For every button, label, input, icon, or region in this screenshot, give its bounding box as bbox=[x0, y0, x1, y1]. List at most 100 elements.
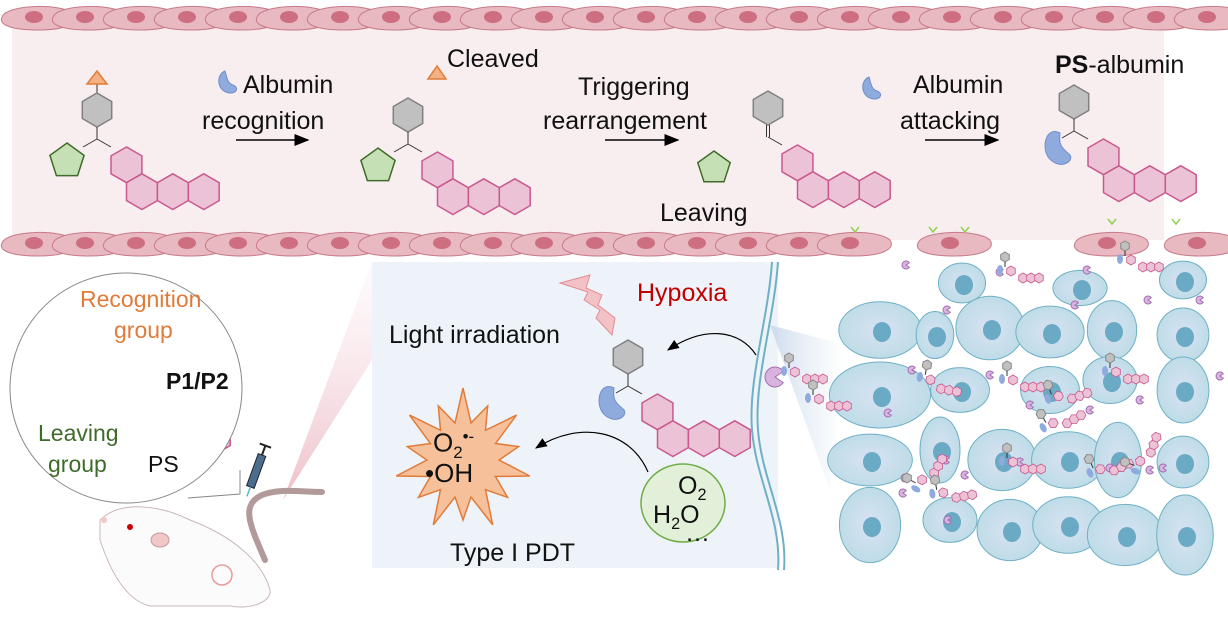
tumor-cell-nucleus bbox=[863, 452, 881, 472]
light-beam-to-pdt bbox=[283, 262, 372, 500]
tumor-ps-albumin-conjugate bbox=[805, 379, 852, 412]
endothelial-cell-nucleus bbox=[127, 237, 145, 249]
albumin-receptor bbox=[1145, 465, 1154, 475]
receptor-mark bbox=[850, 226, 860, 234]
mini-ps-hexagon bbox=[790, 366, 800, 378]
tumor-cell-nucleus bbox=[928, 327, 946, 347]
oxygen-sub: 2 bbox=[697, 486, 707, 504]
tumor-ps-albumin-conjugate bbox=[1042, 379, 1093, 404]
endothelial-cell-nucleus bbox=[688, 11, 706, 23]
endothelial-cell-nucleus bbox=[280, 11, 298, 23]
vessel-wall-top bbox=[0, 6, 1228, 31]
bond bbox=[627, 385, 643, 395]
ps-hexagon bbox=[858, 170, 891, 209]
mini-bond bbox=[911, 480, 916, 484]
tumor-cell-nucleus bbox=[1073, 280, 1091, 300]
mini-ps-hexagon bbox=[1111, 366, 1121, 378]
mini-ps-hexagon bbox=[1135, 455, 1146, 467]
mini-albumin bbox=[999, 456, 1005, 466]
bond bbox=[82, 138, 98, 148]
albumin-receptor bbox=[942, 305, 951, 315]
superoxide-sup: •- bbox=[462, 427, 475, 446]
mini-ps-hexagon bbox=[1026, 272, 1036, 284]
ps-hexagon bbox=[1164, 164, 1197, 203]
endothelial-cell-nucleus bbox=[433, 11, 451, 23]
endothelial-cell-nucleus bbox=[433, 237, 451, 249]
tumor-cell bbox=[1086, 503, 1164, 567]
mini-albumin bbox=[1102, 366, 1108, 376]
step1-label-line2: recognition bbox=[202, 107, 325, 135]
albumin-receptor bbox=[1085, 405, 1094, 415]
tumor-cell bbox=[915, 310, 955, 360]
leaving-group-pentagon bbox=[360, 147, 396, 182]
mini-albumin bbox=[1039, 423, 1047, 433]
released-leaving-group bbox=[696, 150, 732, 183]
mini-ps-hexagon bbox=[1131, 373, 1141, 385]
mini-ps-hexagon bbox=[1146, 261, 1156, 273]
tumor-ps-albumin-conjugate bbox=[916, 359, 962, 397]
endothelial-cell-nucleus bbox=[280, 237, 298, 249]
albumin-receptor bbox=[1082, 265, 1091, 275]
albumin-receptor bbox=[1195, 295, 1204, 305]
tumor-cell-nucleus bbox=[1105, 322, 1123, 342]
endothelial-cell-nucleus bbox=[994, 11, 1012, 23]
endothelial-cell-nucleus bbox=[382, 11, 400, 23]
tumor-cell bbox=[828, 361, 932, 429]
albumin-receptor bbox=[1143, 295, 1152, 305]
albumin-receptor bbox=[943, 515, 952, 525]
endothelial-cell-nucleus bbox=[790, 237, 808, 249]
mini-ps-hexagon bbox=[1008, 374, 1018, 386]
free-albumin bbox=[862, 76, 882, 100]
tumor-cell bbox=[955, 295, 1025, 361]
mini-ps-hexagon bbox=[1028, 381, 1038, 393]
mini-bond bbox=[1090, 463, 1094, 469]
tumor-cell bbox=[919, 416, 961, 484]
linker-hexagon bbox=[612, 339, 644, 375]
cleaved-molecule bbox=[360, 97, 531, 216]
linker-hexagon bbox=[1058, 84, 1090, 120]
receptor-mark bbox=[960, 226, 970, 234]
tumor-cell bbox=[838, 486, 902, 564]
mini-ps-hexagon bbox=[1020, 381, 1030, 393]
light-irradiation-label: Light irradiation bbox=[389, 321, 560, 349]
mini-ps-hexagon bbox=[818, 373, 828, 385]
mini-ps-hexagon bbox=[842, 400, 852, 412]
mini-ps-hexagon bbox=[814, 393, 824, 405]
endothelial-cell-nucleus bbox=[1098, 237, 1116, 249]
tumor-cell bbox=[937, 262, 987, 304]
tumor-cell-nucleus bbox=[873, 387, 891, 407]
ps-label: PS bbox=[148, 451, 179, 477]
ellipsis-label: … bbox=[685, 519, 710, 547]
endothelial-cell-nucleus bbox=[941, 237, 959, 249]
mini-albumin bbox=[999, 374, 1005, 384]
product-label-rest: -albumin bbox=[1088, 51, 1185, 79]
probe-molecule bbox=[49, 69, 220, 211]
tumor-cell-nucleus bbox=[1003, 522, 1021, 542]
mini-bond bbox=[924, 369, 927, 375]
endothelial-cell-nucleus bbox=[1096, 11, 1114, 23]
tumor-cell bbox=[976, 498, 1044, 562]
albumin-shape bbox=[598, 386, 626, 420]
lightning-icon bbox=[558, 274, 616, 337]
mini-linker-hexagon bbox=[1002, 360, 1012, 372]
albumin-receptor bbox=[1025, 400, 1034, 410]
tumor-cell bbox=[1052, 269, 1108, 307]
albumin-receptor bbox=[883, 408, 892, 418]
vessel-wall-bottom bbox=[0, 218, 1228, 257]
tumor-ps-albumin-conjugate bbox=[902, 453, 947, 493]
oxygen-water-circle bbox=[640, 463, 726, 543]
leaving-group-label-line1: Leaving bbox=[38, 420, 119, 446]
recognition-group-label-line2: group bbox=[114, 317, 173, 343]
albumin-receptor bbox=[1135, 395, 1144, 405]
type-i-pdt-label: Type I PDT bbox=[450, 539, 576, 567]
leaving-label: Leaving bbox=[660, 199, 748, 227]
tumor-cell bbox=[1031, 431, 1105, 489]
hypoxia-label: Hypoxia bbox=[637, 279, 728, 307]
mini-linker-hexagon bbox=[808, 379, 818, 391]
endothelial-cell-nucleus bbox=[382, 237, 400, 249]
step1-label-line1: Albumin bbox=[243, 71, 334, 99]
tumor-cell-nucleus bbox=[1178, 527, 1196, 547]
tumor-cell-nucleus bbox=[1061, 517, 1079, 537]
endothelial-cell-nucleus bbox=[331, 11, 349, 23]
